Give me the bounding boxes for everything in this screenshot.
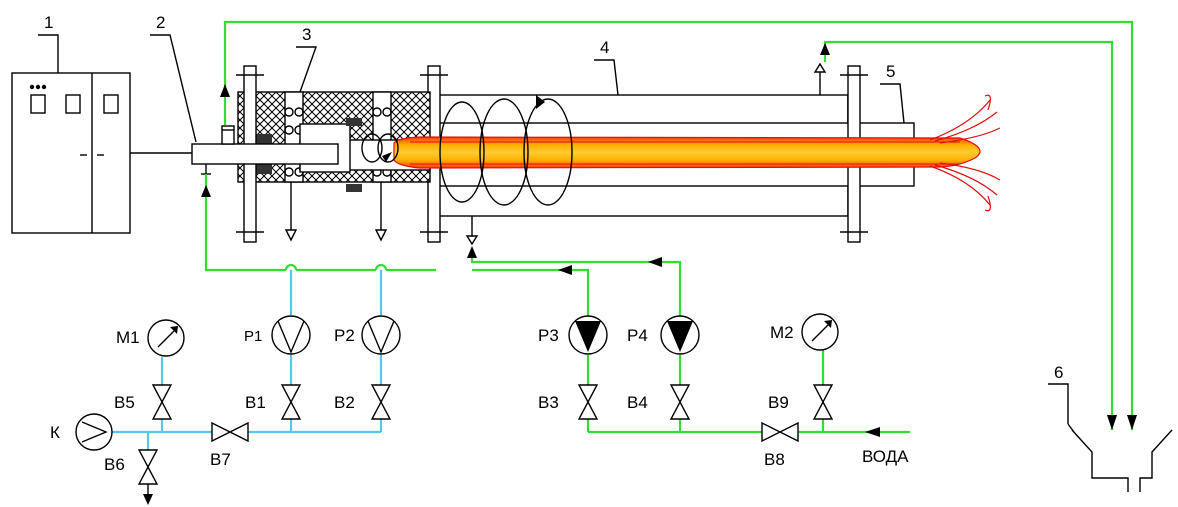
valve-b2 (370, 384, 392, 420)
cooling-water-lines (201, 20, 1137, 437)
callout-4: 4 (600, 38, 609, 57)
compressor (75, 413, 113, 451)
valve-b3 (577, 384, 599, 420)
pump-p2 (361, 315, 401, 355)
label-b7: B7 (210, 450, 231, 469)
label-b3: B3 (538, 393, 559, 412)
air-supply-lines (112, 270, 383, 450)
label-b2: B2 (334, 393, 355, 412)
valve-b8 (761, 421, 799, 443)
valve-b5 (151, 384, 173, 420)
label-b8: B8 (764, 450, 785, 469)
callout-5: 5 (886, 62, 895, 81)
callout-3: 3 (302, 25, 311, 44)
gauge-m2 (801, 313, 839, 351)
label-b4: B4 (627, 393, 648, 412)
label-b6: B6 (104, 455, 125, 474)
callout-1: 1 (44, 13, 53, 32)
valve-b7 (211, 421, 249, 443)
pump-p3 (568, 315, 608, 355)
callout-6: 6 (1054, 363, 1063, 382)
control-cabinet (11, 72, 192, 234)
callout-leaders (38, 34, 1069, 424)
valve-b1 (280, 384, 302, 420)
label-p4: P4 (627, 326, 648, 345)
label-water: ВОДА (862, 447, 909, 466)
pump-p4 (660, 315, 700, 355)
swirl-flow (361, 95, 573, 206)
cathode-holder (191, 125, 339, 175)
label-b9: B9 (768, 393, 789, 412)
label-p1: P1 (244, 328, 262, 345)
label-m1: M1 (116, 328, 140, 347)
label-compressor: К (50, 423, 60, 442)
gauge-m1 (147, 319, 185, 357)
pump-p1 (271, 315, 311, 355)
label-b5: B5 (114, 393, 135, 412)
valve-b4 (669, 384, 691, 420)
label-p2: P2 (334, 326, 355, 345)
label-p3: P3 (538, 326, 559, 345)
callout-2: 2 (156, 13, 165, 32)
plasma-flame (393, 94, 1001, 212)
valve-b6 (137, 449, 159, 505)
valve-b9 (812, 384, 834, 420)
label-b1: B1 (245, 393, 266, 412)
collector-vessel (1067, 423, 1173, 492)
label-m2: M2 (770, 323, 794, 342)
